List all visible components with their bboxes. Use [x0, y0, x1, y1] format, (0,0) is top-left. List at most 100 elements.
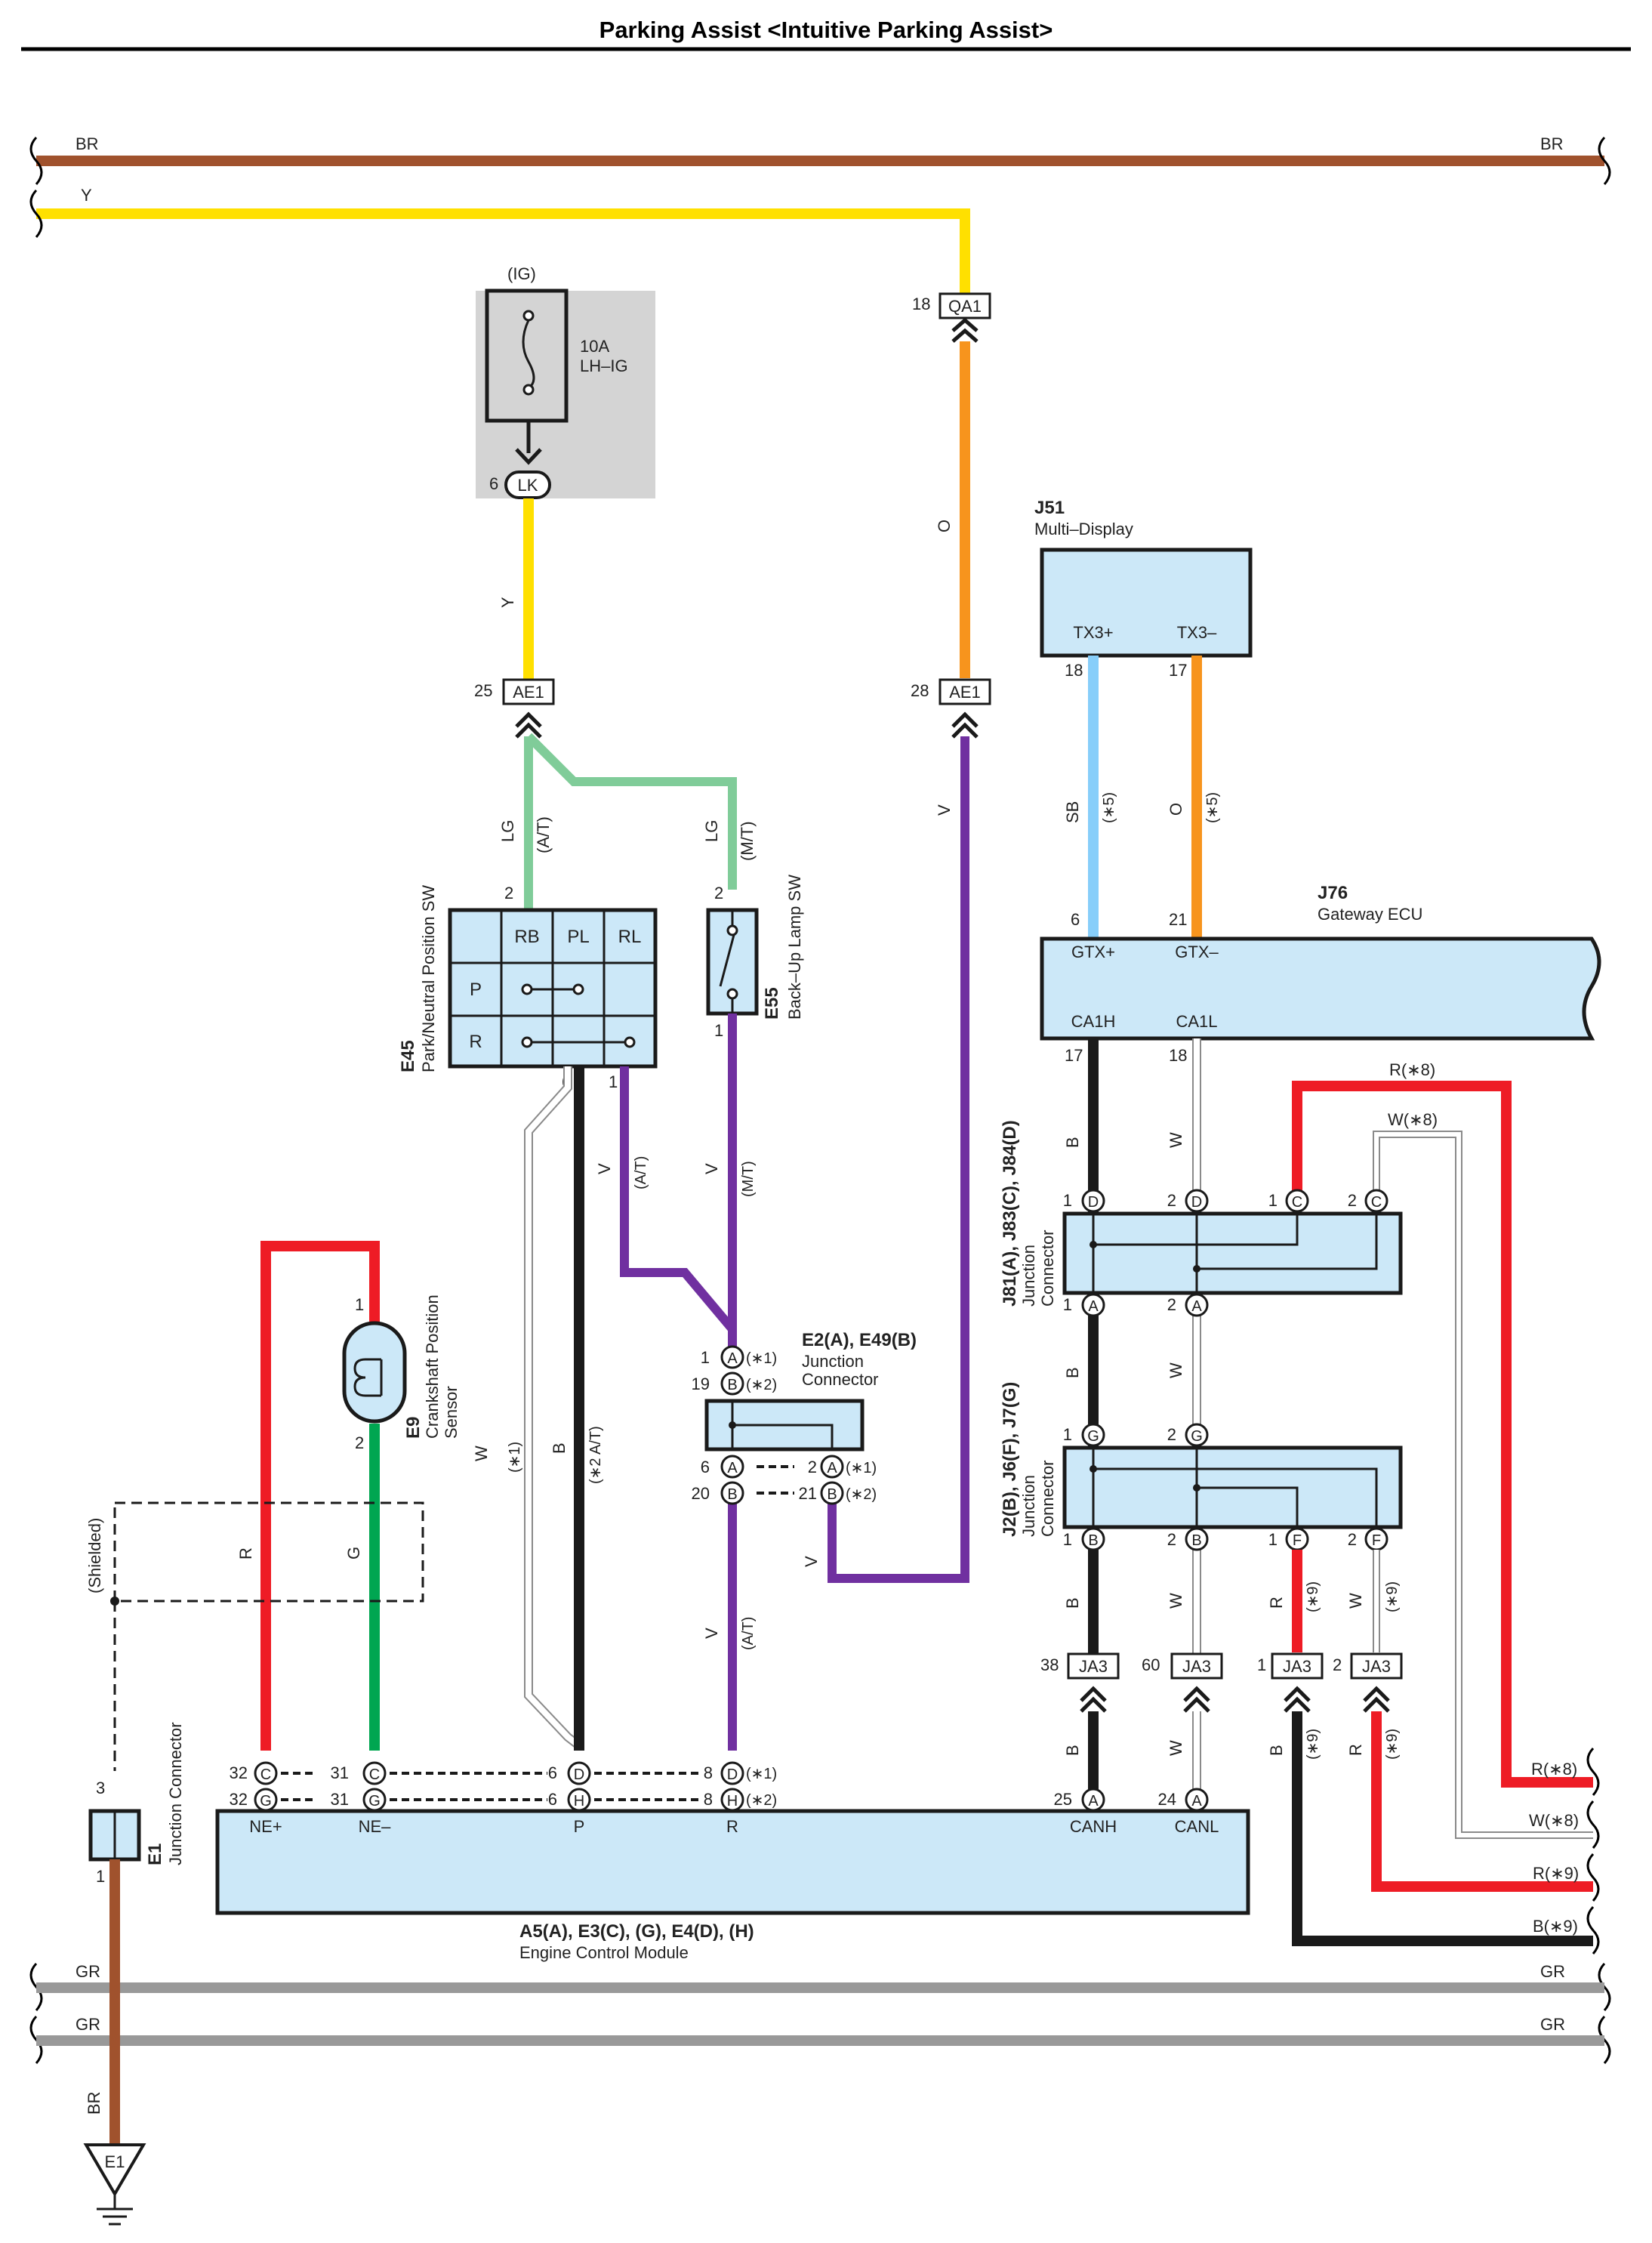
svg-text:(∗1): (∗1): [746, 1350, 777, 1367]
svg-text:2: 2: [1167, 1530, 1176, 1549]
svg-text:LG: LG: [498, 820, 517, 842]
svg-text:38: 38: [1040, 1655, 1059, 1674]
svg-text:Y: Y: [498, 597, 517, 608]
svg-text:2: 2: [1167, 1295, 1176, 1314]
svg-text:E45: E45: [398, 1040, 418, 1072]
svg-text:B: B: [827, 1486, 837, 1503]
svg-text:C: C: [260, 1766, 271, 1783]
svg-text:31: 31: [331, 1790, 349, 1809]
svg-text:JA3: JA3: [1182, 1657, 1211, 1676]
svg-text:LK: LK: [518, 476, 538, 495]
svg-text:(∗5): (∗5): [1101, 792, 1117, 823]
svg-text:W: W: [1167, 1132, 1185, 1148]
j2-junction-connector: J2(B), J6(F), J7(G) Junction Connector 1…: [1000, 1382, 1403, 1551]
svg-text:E55: E55: [762, 987, 782, 1020]
svg-text:Junction: Junction: [802, 1352, 864, 1371]
svg-text:Multi–Display: Multi–Display: [1034, 520, 1133, 538]
svg-text:(∗9): (∗9): [1384, 1729, 1401, 1760]
svg-text:R(∗9): R(∗9): [1533, 1864, 1579, 1883]
svg-text:Gateway ECU: Gateway ECU: [1318, 905, 1422, 924]
svg-text:B: B: [550, 1442, 569, 1454]
svg-text:GR: GR: [76, 2015, 100, 2034]
svg-text:D: D: [727, 1766, 738, 1783]
wire-w-can-l: W W W: [1167, 1038, 1201, 1669]
svg-text:2: 2: [1167, 1191, 1176, 1210]
svg-text:J76: J76: [1318, 883, 1348, 903]
svg-text:17: 17: [1065, 1046, 1083, 1065]
svg-text:25: 25: [474, 681, 492, 700]
svg-text:V: V: [702, 1627, 721, 1639]
svg-text:J51: J51: [1034, 498, 1065, 518]
svg-text:RL: RL: [618, 927, 642, 947]
svg-text:2: 2: [504, 884, 513, 902]
svg-text:BR: BR: [76, 134, 99, 153]
svg-text:19: 19: [692, 1374, 710, 1393]
svg-text:LG: LG: [702, 820, 721, 842]
svg-text:6: 6: [489, 474, 498, 493]
svg-text:D: D: [1191, 1194, 1202, 1211]
svg-text:A: A: [727, 1460, 738, 1476]
j51-multi-display: J51 Multi–Display TX3+ TX3– 18 17: [1034, 498, 1253, 680]
svg-text:(A/T): (A/T): [534, 816, 553, 853]
svg-text:JA3: JA3: [1283, 1657, 1311, 1676]
svg-text:W: W: [1167, 1740, 1185, 1756]
svg-text:R: R: [469, 1032, 482, 1052]
svg-text:6: 6: [701, 1458, 710, 1476]
ecm-engine-control-module: 32 C 32 G 31 C 31 G 6 D 6 H 8 D (∗1) 8 H…: [215, 1761, 1250, 1962]
svg-text:(∗2 A/T): (∗2 A/T): [587, 1426, 604, 1484]
svg-text:25: 25: [1054, 1790, 1072, 1809]
wire-o-j51-j76: O (∗5): [1167, 656, 1221, 939]
svg-text:A: A: [1191, 1298, 1202, 1315]
svg-text:W: W: [1346, 1593, 1365, 1609]
wire-y-fuse-ae1: Y: [498, 498, 534, 680]
svg-text:20: 20: [692, 1484, 710, 1503]
wire-sb-j51-j76: SB (∗5): [1063, 656, 1117, 939]
svg-text:18: 18: [912, 295, 930, 313]
wire-v-ae1-e2: V V: [802, 736, 969, 1583]
svg-text:2: 2: [355, 1433, 364, 1452]
svg-text:(∗9): (∗9): [1384, 1581, 1401, 1612]
svg-text:JA3: JA3: [1362, 1657, 1391, 1676]
e55-backup-lamp-switch: 2 1 E55 Back–Up Lamp SW: [706, 875, 804, 1040]
connector-ae1-left: 25 AE1: [474, 678, 555, 739]
svg-text:1: 1: [714, 1021, 723, 1040]
svg-text:8: 8: [704, 1763, 713, 1782]
svg-text:Engine Control Module: Engine Control Module: [519, 1943, 689, 1962]
svg-text:1: 1: [96, 1867, 105, 1886]
svg-text:GTX–: GTX–: [1175, 943, 1219, 961]
svg-text:2: 2: [1348, 1530, 1357, 1549]
svg-text:Connector: Connector: [1038, 1460, 1057, 1537]
svg-text:C: C: [369, 1766, 380, 1783]
svg-text:C: C: [1292, 1194, 1302, 1211]
svg-text:AE1: AE1: [949, 683, 981, 702]
svg-text:B: B: [727, 1486, 737, 1503]
svg-text:E2(A), E49(B): E2(A), E49(B): [802, 1330, 917, 1350]
svg-text:(A/T): (A/T): [633, 1156, 649, 1189]
svg-text:Junction Connector: Junction Connector: [166, 1722, 185, 1865]
svg-text:B: B: [1267, 1745, 1286, 1756]
shield-dashed-box: (Shielded): [85, 1501, 424, 1771]
svg-text:D: D: [574, 1766, 584, 1783]
svg-text:CA1L: CA1L: [1176, 1012, 1217, 1031]
svg-text:2: 2: [808, 1458, 817, 1476]
svg-text:G: G: [1191, 1428, 1203, 1445]
svg-text:3: 3: [96, 1779, 105, 1797]
svg-text:Sensor: Sensor: [442, 1386, 461, 1439]
connector-ae1-right: 28 AE1: [911, 678, 991, 739]
svg-text:B(∗9): B(∗9): [1533, 1917, 1578, 1936]
svg-text:Park/Neutral Position SW: Park/Neutral Position SW: [419, 885, 438, 1072]
svg-text:1: 1: [355, 1295, 364, 1314]
svg-text:18: 18: [1169, 1046, 1187, 1065]
svg-text:NE–: NE–: [359, 1817, 392, 1836]
svg-text:(∗9): (∗9): [1305, 1729, 1321, 1760]
svg-text:2: 2: [1333, 1655, 1342, 1674]
svg-text:H: H: [574, 1793, 584, 1810]
svg-text:E9: E9: [403, 1417, 424, 1439]
svg-text:LH–IG: LH–IG: [580, 356, 628, 375]
svg-text:BR: BR: [85, 2091, 103, 2115]
svg-text:(M/T): (M/T): [740, 1161, 757, 1197]
svg-text:1: 1: [1257, 1655, 1266, 1674]
svg-text:C: C: [1371, 1194, 1382, 1211]
svg-text:V: V: [702, 1163, 721, 1174]
